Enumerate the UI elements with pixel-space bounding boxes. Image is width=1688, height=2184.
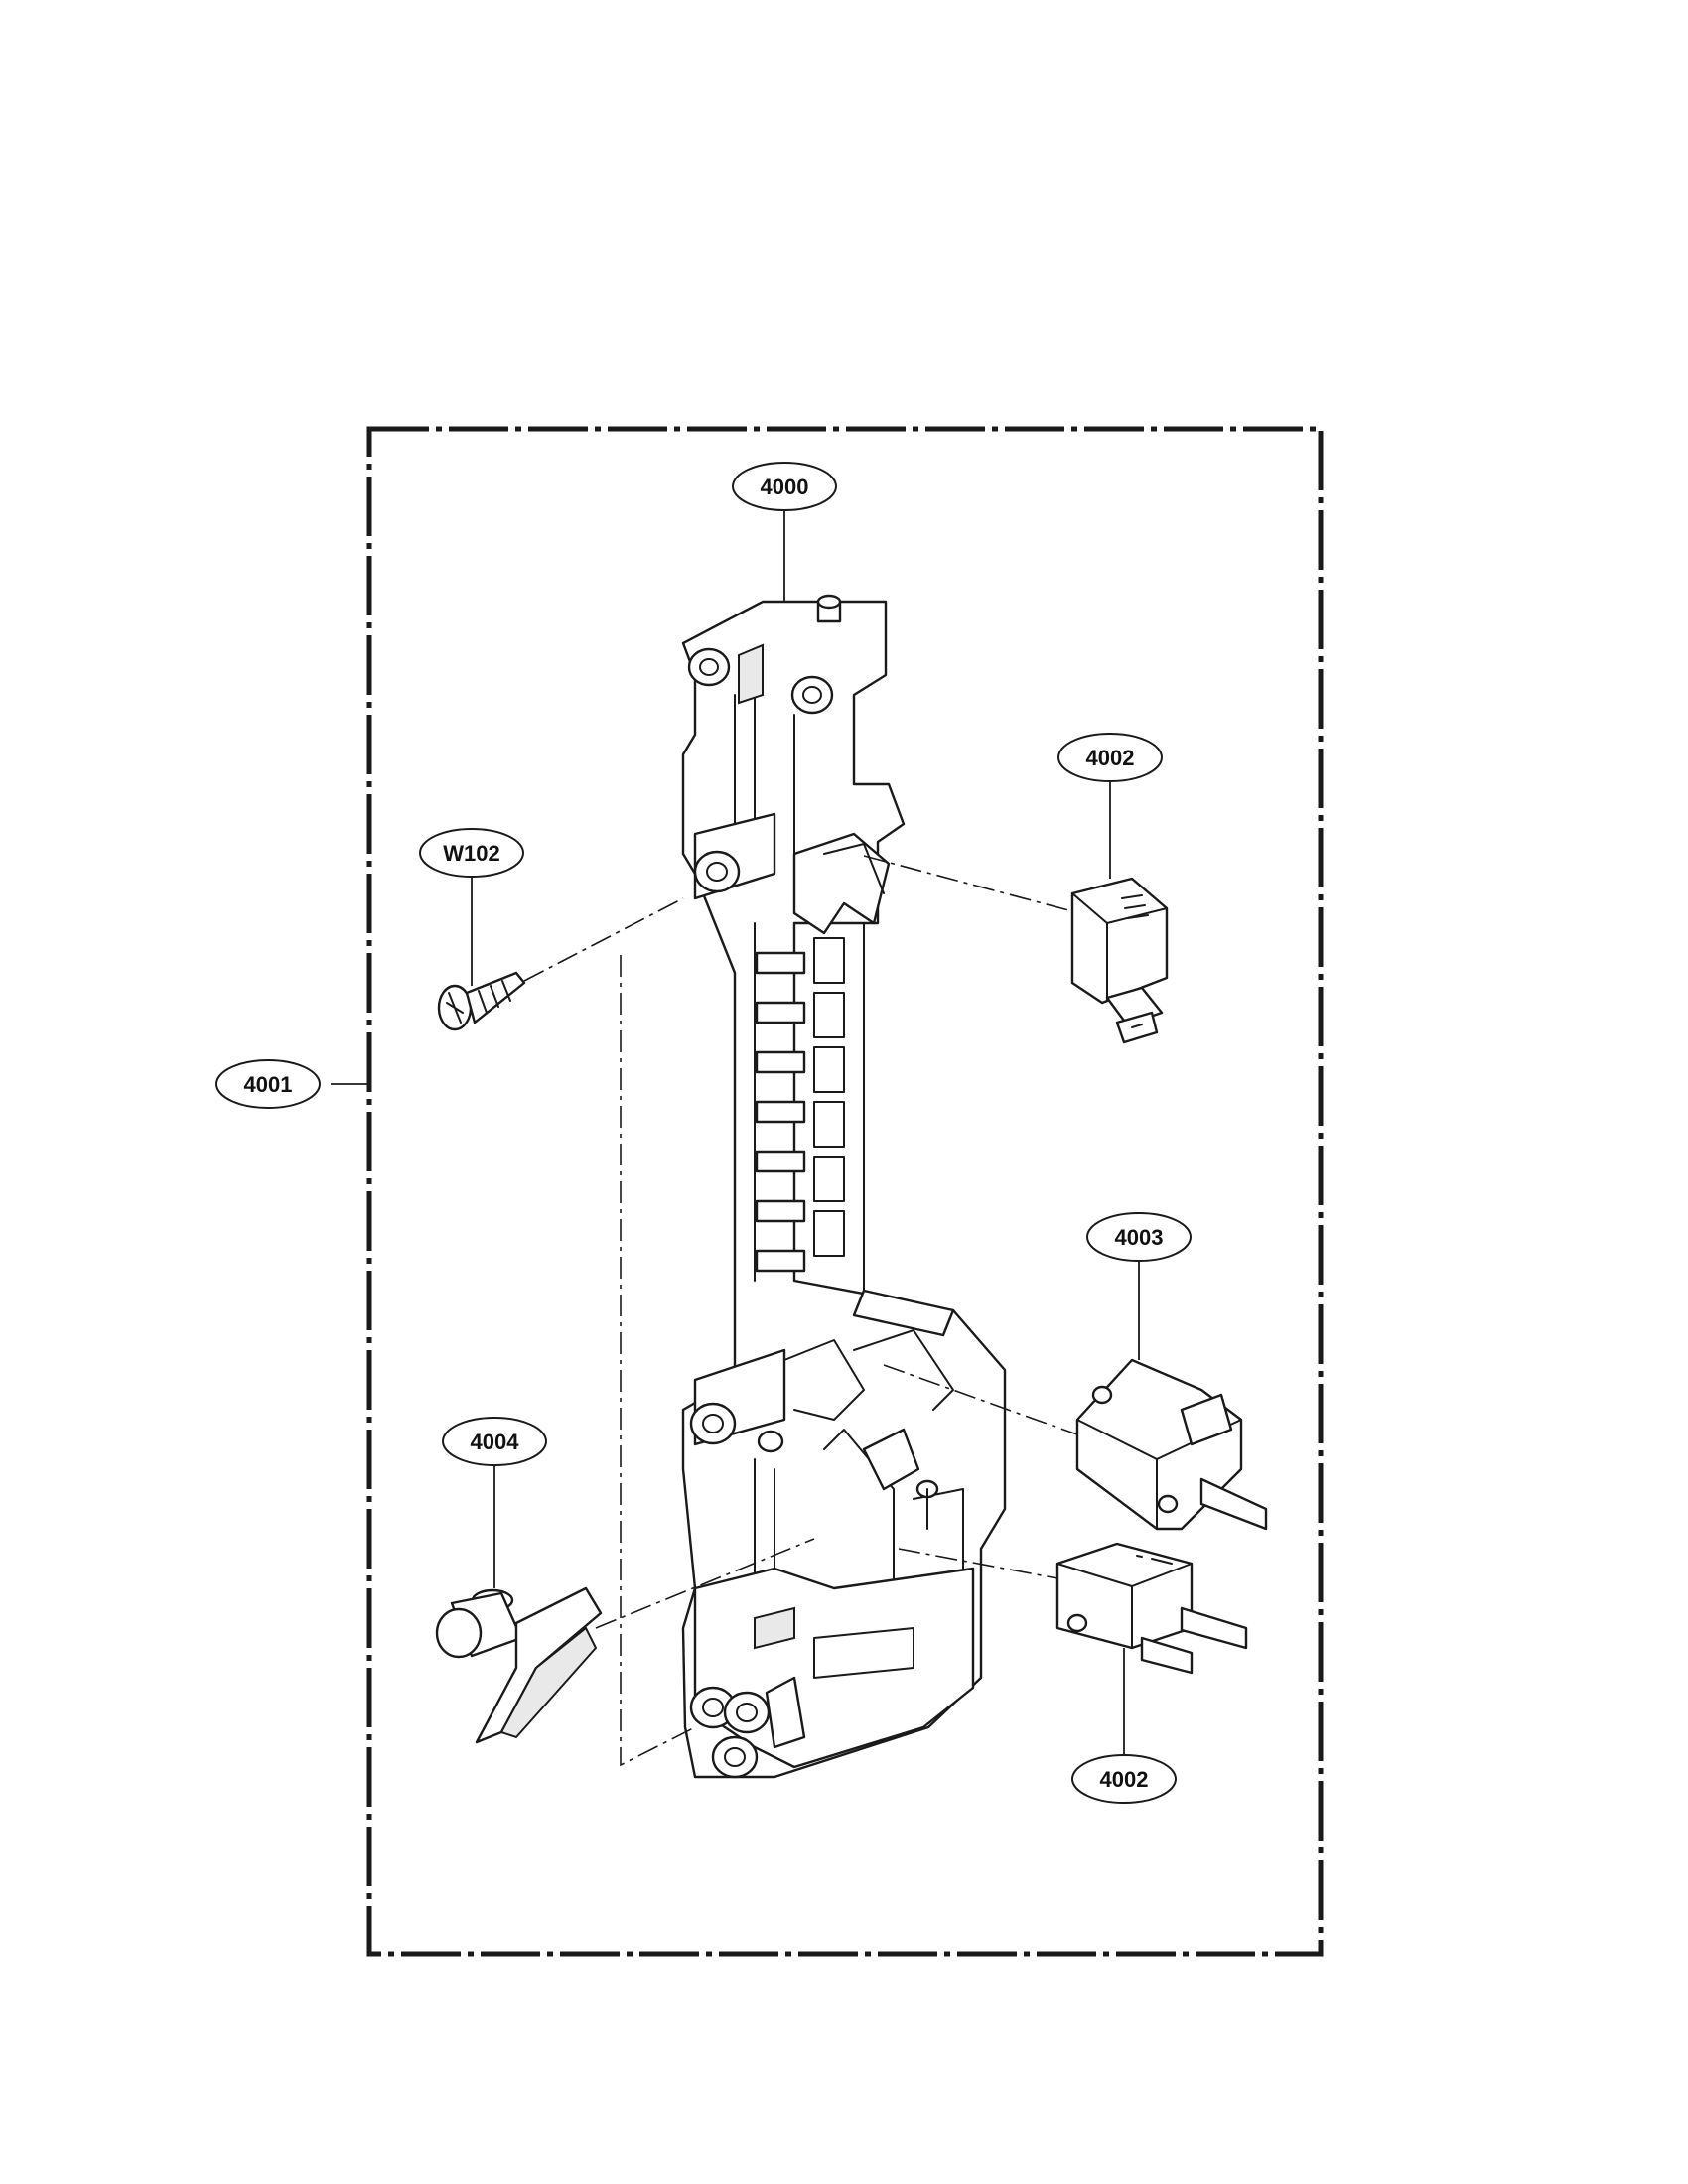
callout-latch-board: 4000: [732, 462, 837, 511]
callout-latch-board-label: 4000: [761, 475, 809, 499]
switch-lower-part: [1055, 1542, 1248, 1675]
callout-switch-lower: 4002: [1071, 1754, 1177, 1804]
callout-latch-board-assembly: 4001: [215, 1059, 321, 1109]
callout-switch-middle: 4003: [1086, 1212, 1192, 1262]
leader-lines: [331, 511, 1140, 1755]
callout-switch-middle-label: 4003: [1115, 1225, 1164, 1250]
switch-upper-part: [1070, 877, 1169, 1044]
callout-lever-label: 4004: [471, 1430, 520, 1454]
callout-switch-upper-label: 4002: [1086, 746, 1135, 770]
lever-part: [435, 1586, 603, 1744]
callout-switch-upper: 4002: [1057, 733, 1163, 782]
callout-latch-board-assembly-label: 4001: [244, 1072, 293, 1097]
switch-middle-part: [1075, 1358, 1268, 1531]
callout-switch-lower-label: 4002: [1100, 1767, 1149, 1792]
assembly-frame: [366, 426, 1324, 1957]
callout-screw-label: W102: [443, 841, 499, 866]
callout-screw: W102: [419, 828, 524, 878]
latch-board-part: [681, 594, 1007, 1779]
alignment-lines: [523, 855, 1078, 1767]
screw-part: [437, 971, 526, 1031]
callout-lever: 4004: [442, 1417, 547, 1466]
